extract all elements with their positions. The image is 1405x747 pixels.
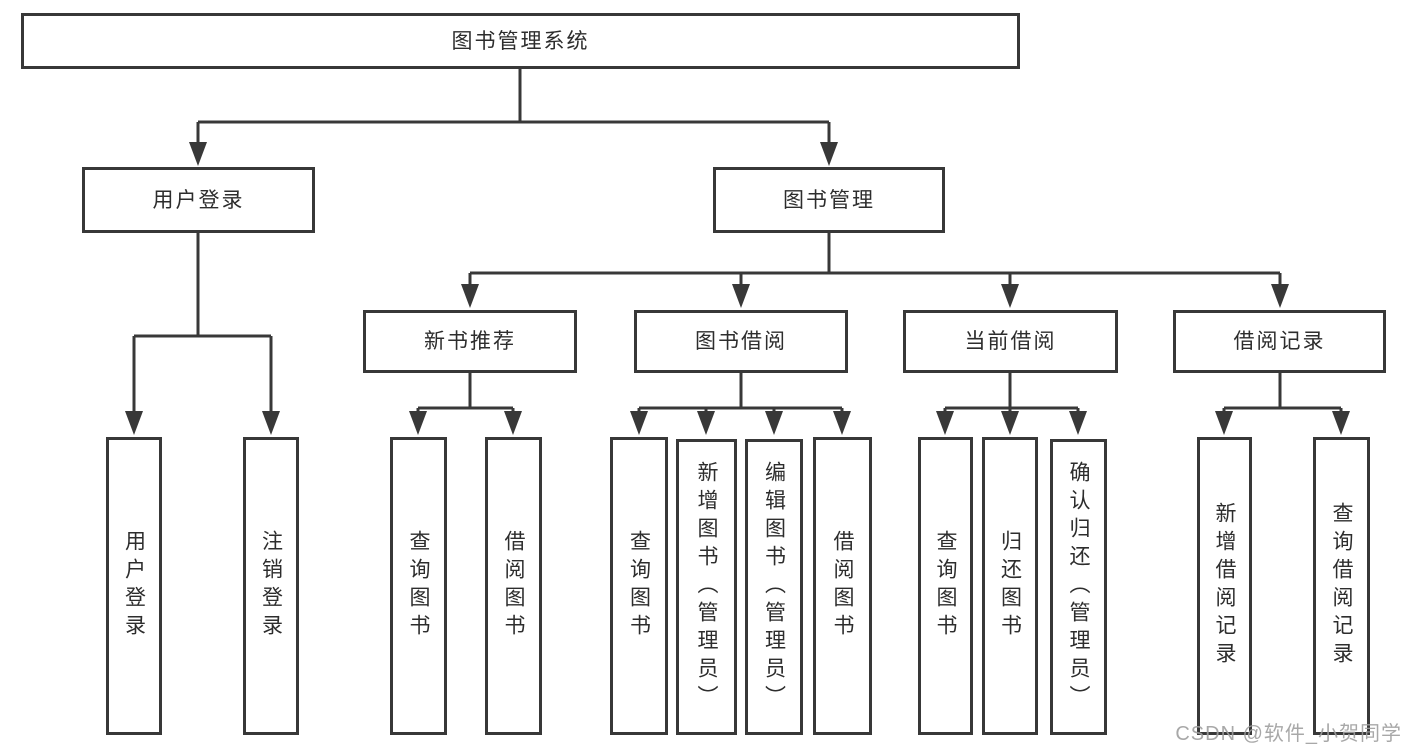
leaf-bb-query-books: 查询图书 <box>610 437 668 735</box>
leaf-cb-confirm-return-label: 确认归还（管理员） <box>1067 461 1090 713</box>
leaf-bb-add-books: 新增图书（管理员） <box>676 439 737 735</box>
leaf-nb-query-books: 查询图书 <box>390 437 447 735</box>
arrowheads <box>125 142 1350 435</box>
leaf-user-login: 用户登录 <box>106 437 162 735</box>
leaf-cb-confirm-return: 确认归还（管理员） <box>1050 439 1107 735</box>
node-user-login-label: 用户登录 <box>152 188 245 212</box>
leaf-bb-borrow-books: 借阅图书 <box>813 437 872 735</box>
leaf-br-query-record-label: 查询借阅记录 <box>1330 502 1353 670</box>
leaf-nb-borrow-books-label: 借阅图书 <box>502 530 525 642</box>
leaf-cb-return-books-label: 归还图书 <box>998 530 1022 642</box>
leaf-cb-return-books: 归还图书 <box>982 437 1038 735</box>
node-book-management: 图书管理 <box>713 167 945 233</box>
leaf-logout: 注销登录 <box>243 437 299 735</box>
leaf-bb-add-books-label: 新增图书（管理员） <box>695 461 718 713</box>
leaf-nb-query-books-label: 查询图书 <box>407 530 430 642</box>
leaf-nb-borrow-books: 借阅图书 <box>485 437 542 735</box>
leaf-br-query-record: 查询借阅记录 <box>1313 437 1370 735</box>
leaf-cb-query-books-label: 查询图书 <box>934 530 957 642</box>
leaf-bb-edit-books: 编辑图书（管理员） <box>745 439 803 735</box>
node-user-login: 用户登录 <box>82 167 315 233</box>
node-book-borrowing: 图书借阅 <box>634 310 848 373</box>
watermark: CSDN @软件_小贺同学 <box>1175 723 1402 745</box>
node-new-book-recommend-label: 新书推荐 <box>424 330 516 353</box>
leaf-logout-label: 注销登录 <box>259 530 283 642</box>
node-book-management-label: 图书管理 <box>783 188 875 212</box>
node-current-borrowing-label: 当前借阅 <box>964 330 1057 353</box>
leaf-bb-borrow-books-label: 借阅图书 <box>831 530 854 642</box>
leaf-br-add-record-label: 新增借阅记录 <box>1213 502 1236 670</box>
leaf-cb-query-books: 查询图书 <box>918 437 973 735</box>
leaf-bb-query-books-label: 查询图书 <box>627 530 651 642</box>
root-node: 图书管理系统 <box>21 13 1020 69</box>
node-current-borrowing: 当前借阅 <box>903 310 1118 373</box>
node-book-borrowing-label: 图书借阅 <box>695 330 787 353</box>
leaf-bb-edit-books-label: 编辑图书（管理员） <box>762 461 786 713</box>
leaf-br-add-record: 新增借阅记录 <box>1197 437 1252 735</box>
root-node-label: 图书管理系统 <box>451 29 590 53</box>
node-new-book-recommend: 新书推荐 <box>363 310 577 373</box>
leaf-user-login-label: 用户登录 <box>122 530 146 642</box>
node-borrowing-records-label: 借阅记录 <box>1233 330 1326 353</box>
node-borrowing-records: 借阅记录 <box>1173 310 1386 373</box>
